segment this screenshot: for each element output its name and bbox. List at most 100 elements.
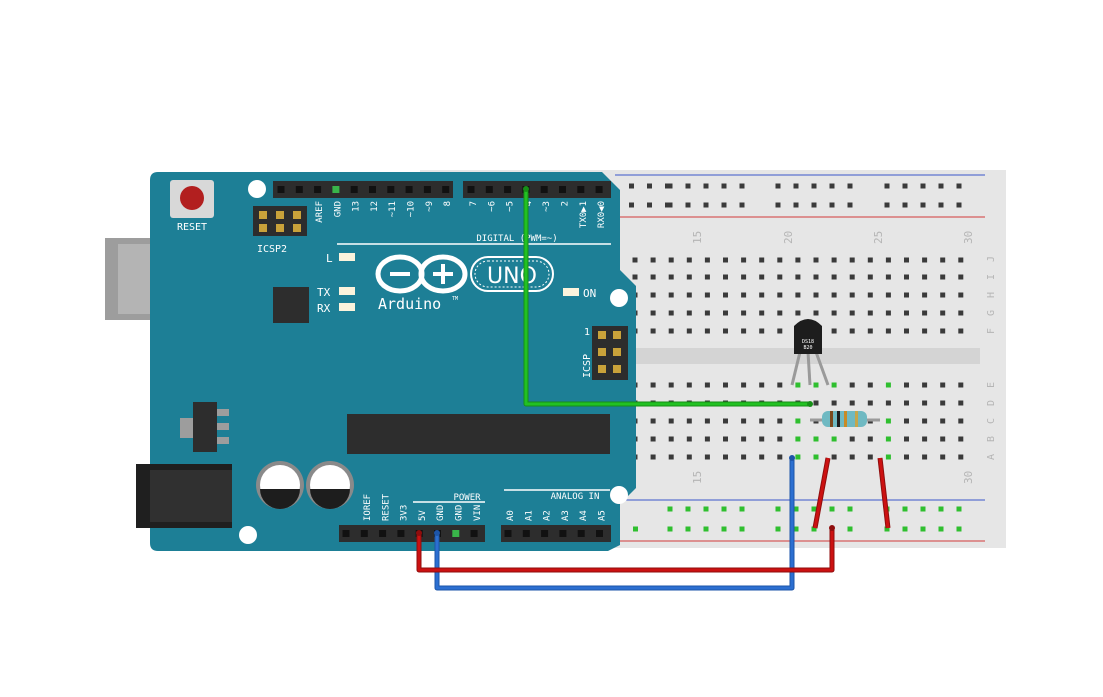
bb-rail-hole [629, 183, 634, 189]
bb-hole [904, 382, 909, 388]
capacitor-right [306, 461, 354, 509]
bb-hole [668, 292, 674, 298]
bb-hole [704, 310, 710, 316]
bb-hole [885, 454, 891, 460]
bb-rail-hole [793, 183, 799, 189]
bb-rail-hole [884, 202, 890, 208]
bb-rail-hole [811, 183, 817, 189]
bb-hole [759, 257, 765, 263]
bb-hole [777, 454, 783, 460]
bb-rail-hole [739, 506, 745, 512]
bb-hole [795, 274, 801, 280]
bb-hole [704, 274, 710, 280]
bb-hole [795, 418, 801, 424]
bb-rail-hole [847, 202, 853, 208]
header-pin [504, 530, 512, 537]
bb-hole [831, 454, 837, 460]
arduino-logo [375, 254, 468, 294]
bb-hole [777, 274, 783, 280]
bb-row-J: J [986, 256, 997, 262]
ds18b20-sensor: DS18 B20 [790, 319, 830, 386]
bb-col-bottom-15: 15 [691, 471, 704, 484]
bb-row-F: F [986, 328, 997, 334]
bb-hole [849, 454, 855, 460]
power-header [339, 525, 485, 542]
bb-rail-hole [721, 202, 727, 208]
bb-rail-hole [938, 506, 944, 512]
bb-hole [650, 274, 656, 280]
bb-hole [885, 418, 891, 424]
usb-chip [273, 287, 309, 323]
bb-rail-hole [629, 202, 634, 208]
bb-hole [904, 257, 909, 263]
pin-label: RESET [381, 493, 391, 521]
bb-rail-hole [647, 183, 652, 189]
header-pin [369, 186, 376, 193]
header-pin [541, 530, 549, 537]
bb-hole [741, 257, 747, 263]
uno-badge-outline [470, 256, 554, 292]
bb-rail-hole [647, 202, 652, 208]
bb-rail-hole [920, 183, 926, 189]
bb-rail-hole [703, 183, 709, 189]
pin-label: ~10 [407, 201, 417, 217]
bb-hole [686, 418, 692, 424]
bb-hole [741, 418, 747, 424]
bb-rail-hole [685, 202, 691, 208]
pin-label: ~3 [542, 201, 552, 212]
voltage-regulator [193, 402, 217, 452]
bb-hole [741, 454, 747, 460]
bb-hole [849, 436, 855, 442]
bb-hole [904, 292, 909, 298]
bb-row-H: H [986, 292, 997, 298]
bb-hole [650, 382, 656, 388]
header-pin [577, 186, 585, 193]
pin-label: ~11 [388, 201, 398, 217]
bb-hole [686, 328, 692, 334]
bb-hole [940, 310, 946, 316]
bb-hole [668, 382, 674, 388]
sensor-label-1: DS18 [802, 339, 814, 345]
bb-hole [940, 292, 946, 298]
bb-rail-hole [811, 202, 817, 208]
bb-hole [885, 274, 891, 280]
regulator-tab [180, 418, 194, 438]
header-pin [596, 530, 603, 537]
reset-button[interactable] [180, 186, 204, 210]
header-pin [442, 186, 450, 193]
bb-hole [831, 400, 837, 406]
bb-hole [704, 418, 710, 424]
bb-row-C: C [986, 418, 997, 424]
bb-hole [813, 382, 819, 388]
bb-hole [759, 382, 765, 388]
led-l [339, 253, 355, 261]
bb-rail-hole [902, 183, 908, 189]
bb-hole [741, 436, 747, 442]
bb-hole [831, 328, 837, 334]
bb-hole [650, 292, 656, 298]
pin-label: GND [436, 505, 446, 521]
bb-hole [723, 418, 728, 424]
power-label: POWER [453, 493, 481, 503]
bb-hole [922, 418, 928, 424]
mount-hole-bottom-left [239, 526, 257, 544]
bb-rail-hole [902, 506, 908, 512]
header-pin [379, 530, 387, 537]
header-pin [467, 186, 475, 193]
led-l-label: L [326, 252, 333, 265]
bb-hole [741, 274, 747, 280]
bb-hole [777, 292, 783, 298]
bb-hole [686, 436, 692, 442]
bb-hole [922, 310, 928, 316]
pin-label: GND [455, 505, 465, 521]
bb-hole [904, 454, 909, 460]
bb-hole [867, 382, 873, 388]
bb-rail-hole [685, 526, 691, 532]
bb-rail-hole [667, 506, 673, 512]
bb-hole [723, 328, 728, 334]
bb-hole [704, 292, 710, 298]
bb-hole [795, 257, 801, 263]
